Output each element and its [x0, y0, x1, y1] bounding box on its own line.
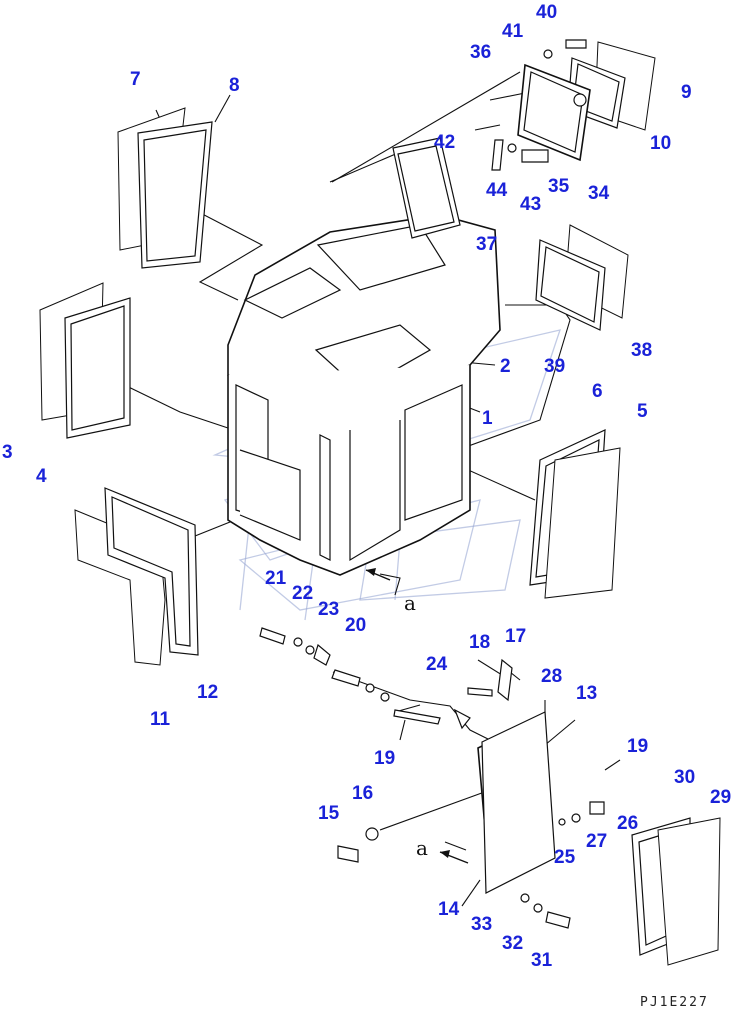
- callout-labels: 1 2 3 4 5 6 7 8 9 10 11 12 13 14 15 16 1…: [2, 2, 731, 971]
- callout-20: 20: [345, 615, 366, 636]
- callout-21: 21: [265, 568, 287, 589]
- callout-25: 25: [554, 847, 576, 868]
- glass-3: [39, 282, 131, 439]
- callout-40: 40: [536, 2, 557, 23]
- callout-36: 36: [470, 42, 491, 63]
- callout-8: 8: [229, 75, 240, 96]
- callout-16: 16: [352, 783, 373, 804]
- door-13: [477, 711, 556, 894]
- callout-5: 5: [637, 401, 648, 422]
- callout-14: 14: [438, 899, 460, 920]
- callout-17: 17: [505, 626, 526, 647]
- hardware: [259, 139, 605, 929]
- callout-29: 29: [710, 787, 731, 808]
- callout-2: 2: [500, 356, 511, 377]
- callout-7: 7: [130, 69, 141, 90]
- roof-window-assembly: [517, 39, 656, 162]
- callout-15: 15: [318, 803, 340, 824]
- view-marker-a-top: a: [404, 591, 416, 615]
- callout-41: 41: [502, 21, 524, 42]
- callout-42: 42: [434, 132, 455, 153]
- callout-32: 32: [502, 933, 523, 954]
- callout-31: 31: [531, 950, 553, 971]
- callout-18: 18: [469, 632, 490, 653]
- callout-33: 33: [471, 914, 492, 935]
- callout-1: 1: [482, 408, 493, 429]
- seal-37: [392, 137, 461, 239]
- callout-12: 12: [197, 682, 218, 703]
- view-arrows: [365, 568, 469, 864]
- callout-13: 13: [576, 683, 597, 704]
- glass-38: [535, 224, 629, 331]
- callout-44: 44: [486, 180, 508, 201]
- callout-34: 34: [588, 183, 610, 204]
- callout-22: 22: [292, 583, 313, 604]
- callout-26: 26: [617, 813, 638, 834]
- glass-29: [631, 817, 721, 966]
- callout-28: 28: [541, 666, 562, 687]
- callout-38: 38: [631, 340, 652, 361]
- callout-10: 10: [650, 133, 671, 154]
- callout-19-door: 19: [627, 736, 648, 757]
- callout-3: 3: [2, 442, 13, 463]
- callout-11: 11: [150, 709, 171, 730]
- callout-24: 24: [426, 654, 448, 675]
- callout-37: 37: [476, 234, 497, 255]
- callout-35: 35: [548, 176, 570, 197]
- drawing-code: PJ1E227: [640, 995, 709, 1010]
- view-marker-a-bottom: a: [416, 836, 428, 860]
- callout-9: 9: [681, 82, 692, 103]
- glass-7: [117, 107, 213, 269]
- callout-23: 23: [318, 599, 339, 620]
- glass-5: [529, 429, 621, 599]
- callout-19-hinge: 19: [374, 748, 395, 769]
- glass-11: [74, 487, 199, 666]
- callout-30: 30: [674, 767, 695, 788]
- cab-body: [227, 214, 501, 576]
- callout-4: 4: [36, 466, 47, 487]
- callout-6: 6: [592, 381, 603, 402]
- callout-39: 39: [544, 356, 565, 377]
- callout-43: 43: [520, 194, 541, 215]
- callout-27: 27: [586, 831, 607, 852]
